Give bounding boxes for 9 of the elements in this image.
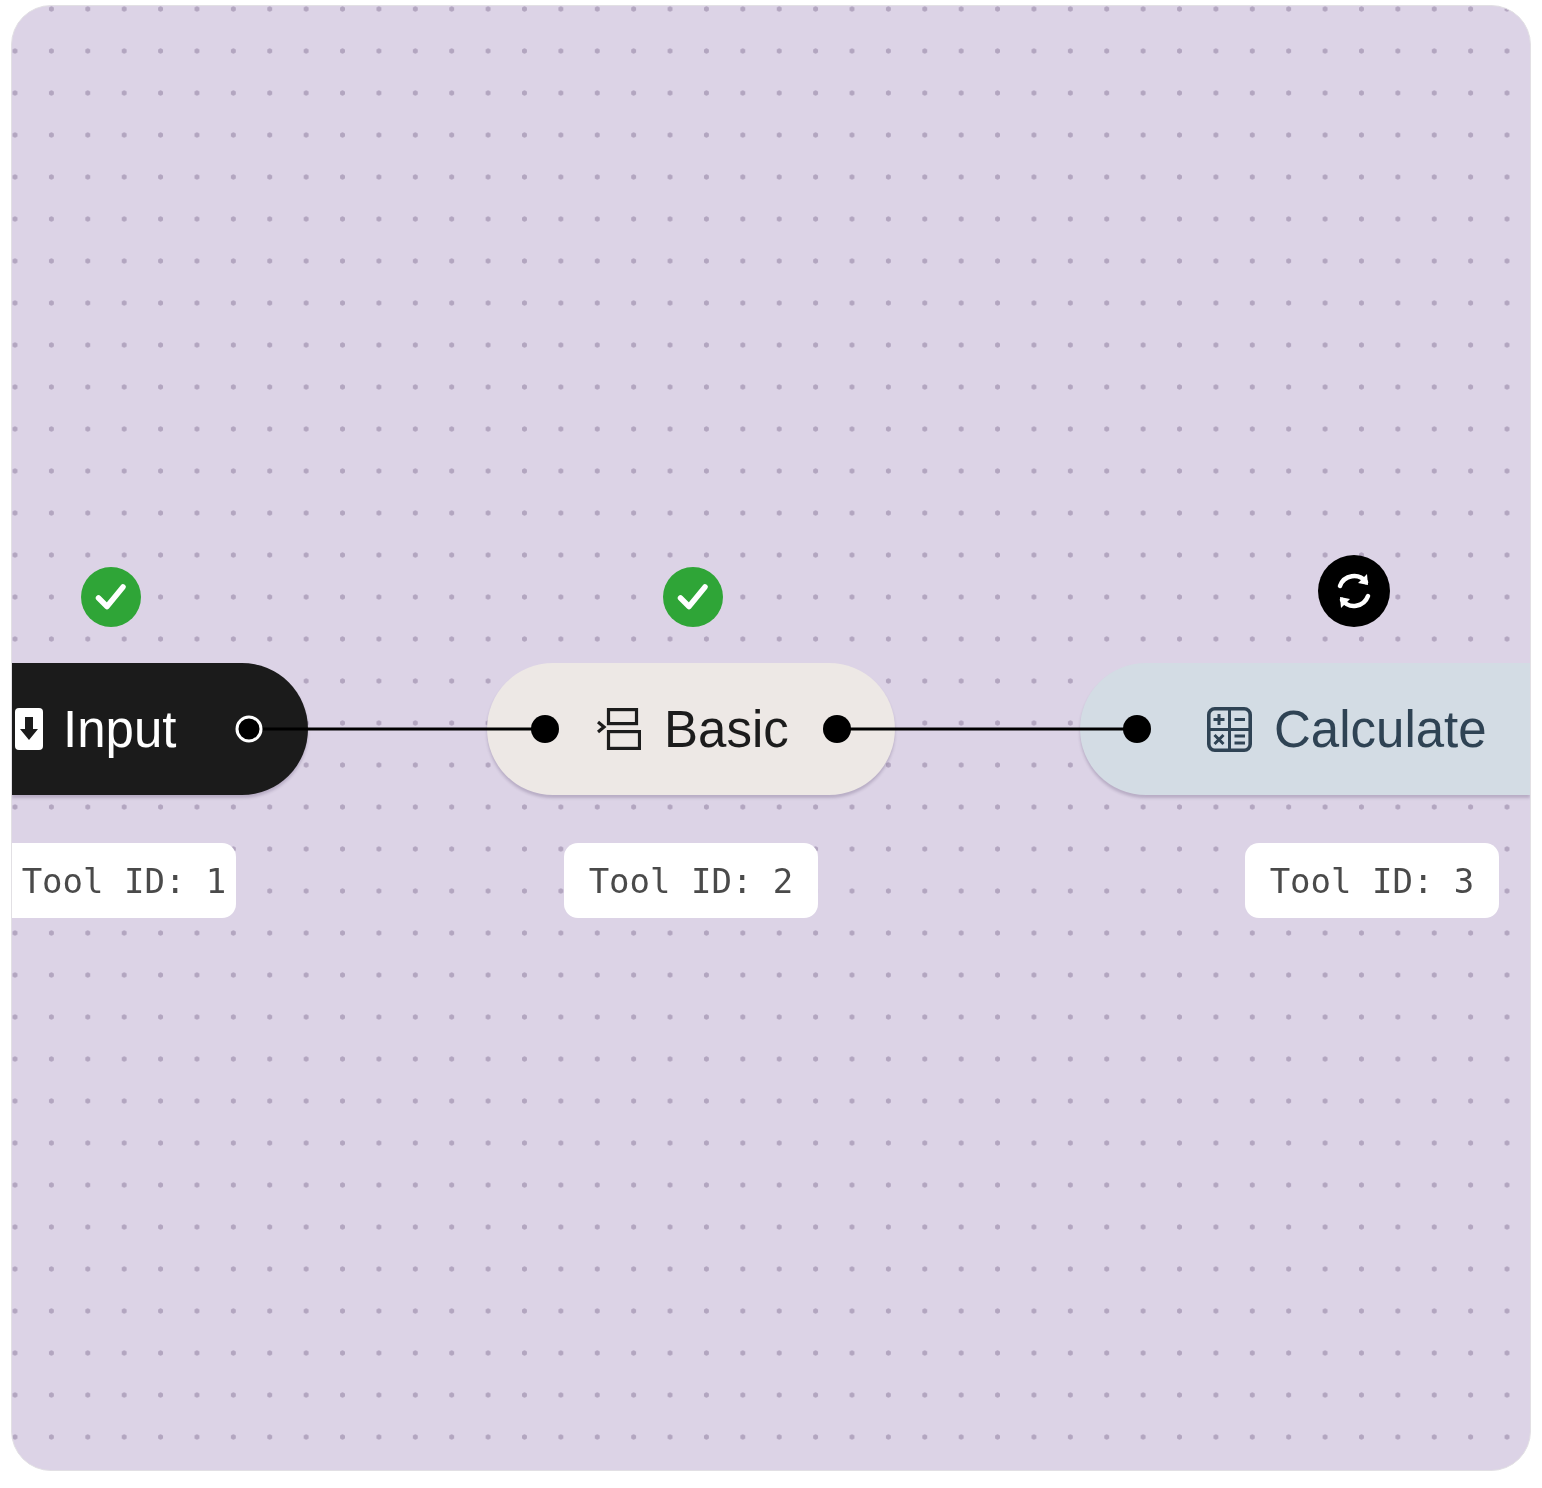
node-label: Basic [664, 703, 789, 755]
connector-line [235, 715, 559, 743]
connector-line [823, 715, 1151, 743]
tool-node [1080, 663, 1530, 795]
tool-id-tag: Tool ID: 1 [12, 843, 236, 918]
tool-id-tag: Tool ID: 3 [1245, 843, 1499, 918]
tool-id-tag: Tool ID: 2 [564, 843, 818, 918]
node-label: Calculate [1274, 703, 1487, 755]
tool-node [12, 663, 308, 795]
